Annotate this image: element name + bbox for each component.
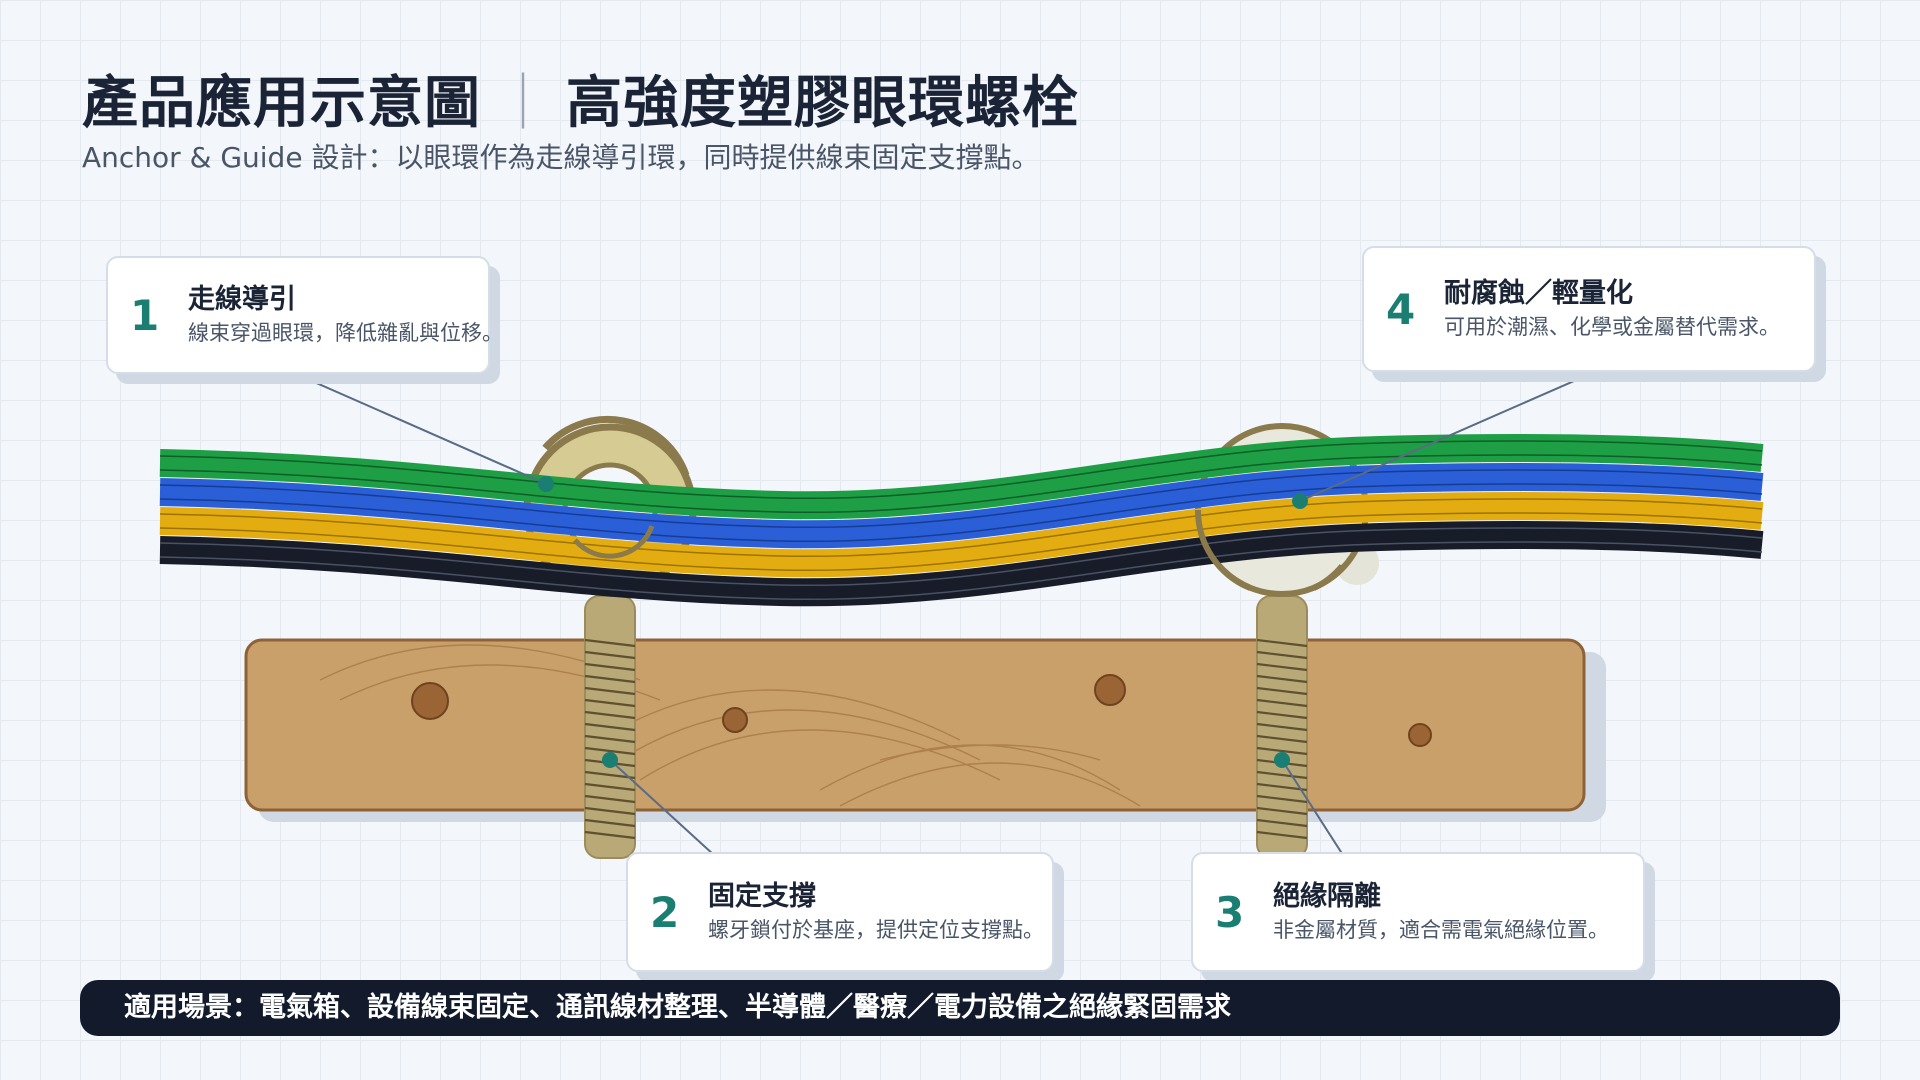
eye-bolt-1-hole-front [573,525,655,559]
callout-description: 可用於潮濕、化學或金屬替代需求。 [1444,315,1780,339]
cable-green [159,434,1764,520]
eye-bolt-2-shank [1256,595,1308,859]
wood-knot [411,682,449,720]
title-main: 產品應用示意圖 [82,71,481,136]
eye-bolt-1-shank [584,595,636,859]
base-plate [244,638,1586,812]
callout-number: 3 [1215,887,1245,937]
application-scenarios-banner: 適用場景：電氣箱、設備線束固定、通訊線材整理、半導體／醫療／電力設備之絕緣緊固需… [80,980,1840,1036]
marker-dot-3 [1274,752,1290,768]
callout-description: 螺牙鎖付於基座，提供定位支撐點。 [708,918,1044,942]
leader-line-1 [295,373,547,485]
callout-fixed-support: 2 固定支撐 螺牙鎖付於基座，提供定位支撐點。 [626,852,1054,972]
callout-insulation: 3 絕緣隔離 非金屬材質，適合需電氣絕緣位置。 [1191,852,1645,972]
cable-bundle [159,434,1764,607]
wood-knot [722,707,748,733]
callout-description: 非金屬材質，適合需電氣絕緣位置。 [1273,918,1609,942]
callout-title: 耐腐蝕／輕量化 [1444,278,1633,309]
callout-number: 4 [1386,284,1416,334]
marker-dot-4 [1292,493,1308,509]
callout-title: 絕緣隔離 [1273,881,1381,912]
title-separator: ｜ [495,71,552,136]
cable-yellow [159,492,1764,578]
page-subtitle: Anchor & Guide 設計：以眼環作為走線導引環，同時提供線束固定支撐點… [82,141,1040,174]
callout-description: 線束穿過眼環，降低雜亂與位移。 [188,321,503,345]
callout-title: 固定支撐 [708,881,816,912]
eye-bolt-1-ring-front [542,415,690,477]
callout-number: 1 [130,290,160,340]
eye-bolt-2-ring-front [1312,564,1345,591]
page-title: 產品應用示意圖｜高強度塑膠眼環螺栓 [82,58,1079,139]
eye-bolt-2-ring-front [1194,509,1252,591]
callout-cable-guiding: 1 走線導引 線束穿過眼環，降低雜亂與位移。 [106,256,503,374]
leader-line-4 [1299,373,1591,502]
cable-blue [159,463,1764,549]
title-product: 高強度塑膠眼環螺栓 [566,71,1079,136]
wood-knot [1408,723,1432,747]
callout-corrosion-resistant: 4 耐腐蝕／輕量化 可用於潮濕、化學或金屬替代需求。 [1362,246,1816,372]
marker-dot-2 [602,752,618,768]
callout-title: 走線導引 [188,284,296,315]
wood-knot [1094,674,1126,706]
marker-dot-1 [538,476,554,492]
callout-number: 2 [650,887,680,937]
cable-black [159,521,1764,607]
